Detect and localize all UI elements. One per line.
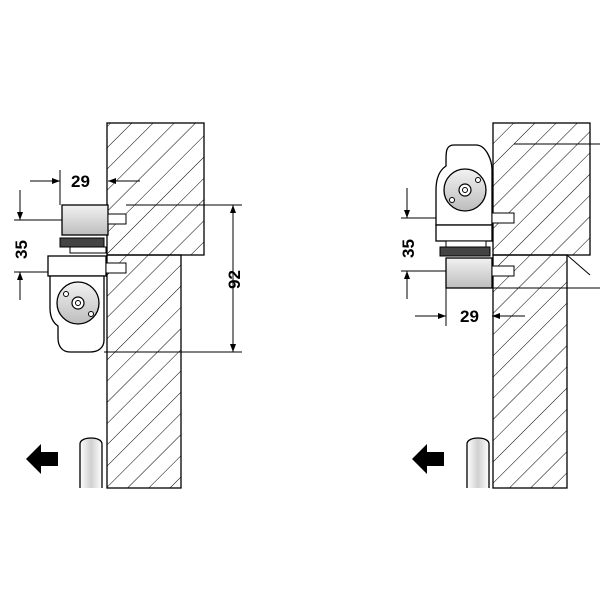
- left-frame-block: [106, 122, 205, 256]
- right-dim-29-label: 29: [460, 307, 479, 326]
- left-dim-92: 92: [104, 204, 244, 353]
- right-dim-35-label: 35: [399, 239, 418, 258]
- right-door-stop-post: [466, 437, 490, 488]
- left-upper-bracket: [59, 204, 127, 254]
- right-lower-bracket: [439, 240, 515, 289]
- left-view: 29 35 92: [12, 122, 244, 489]
- right-view: 35 29: [399, 122, 600, 489]
- left-door-leaf: [106, 254, 182, 489]
- right-closer-body: [435, 144, 515, 242]
- left-dim-92-label: 92: [225, 270, 244, 289]
- right-frame-block: [492, 122, 591, 256]
- left-direction-arrow-icon: [26, 444, 58, 474]
- left-door-stop-post: [79, 437, 103, 488]
- right-direction-arrow-icon: [412, 444, 444, 474]
- left-closer-body: [47, 255, 127, 353]
- right-dim-35: 35: [399, 188, 446, 299]
- left-dim-35-label: 35: [12, 240, 31, 259]
- right-door-leaf: [492, 254, 568, 489]
- left-dim-35: 35: [12, 190, 62, 300]
- left-dim-29-label: 29: [71, 172, 90, 191]
- left-dim-29: 29: [30, 170, 140, 205]
- right-dim-29: 29: [415, 287, 600, 326]
